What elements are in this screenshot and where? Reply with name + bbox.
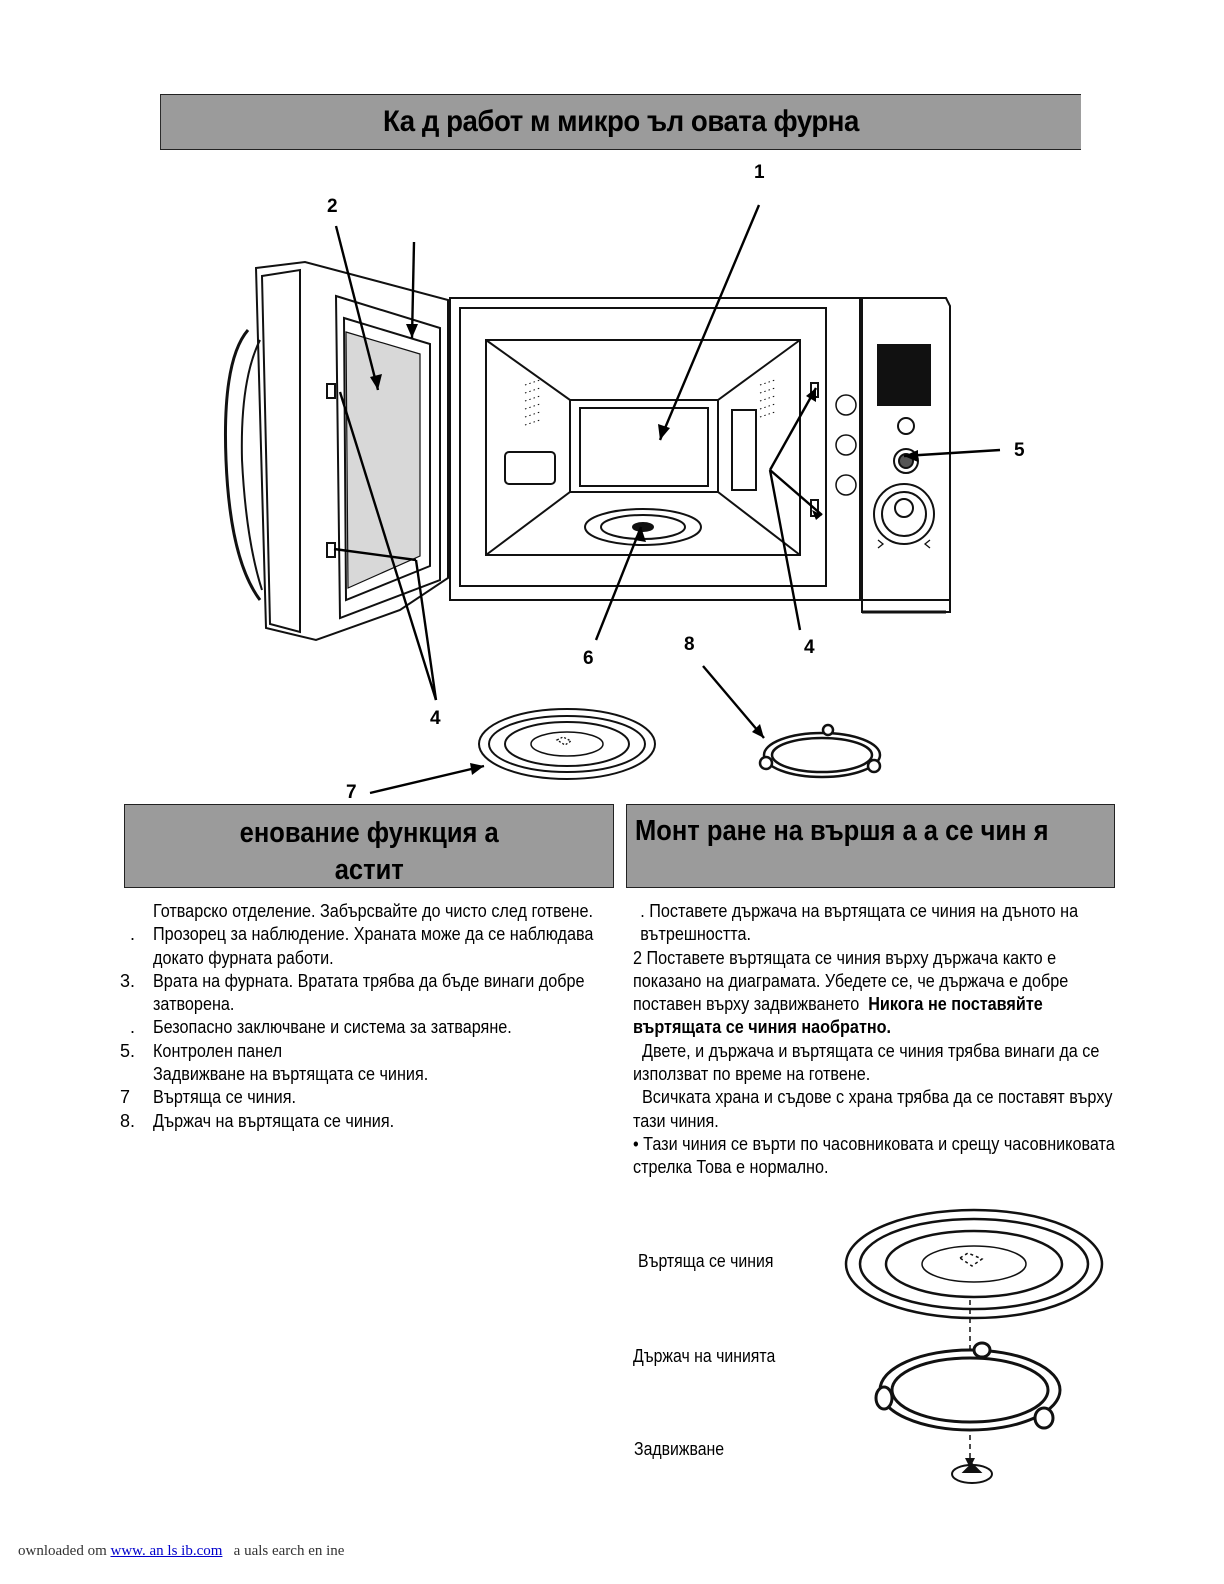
parts-heading: енование функция а астит bbox=[124, 804, 614, 888]
instruction-note-3: • Тази чиния се върти по часовниковата и… bbox=[633, 1133, 1123, 1180]
microwave-diagram bbox=[0, 150, 1224, 800]
assembly-diagram bbox=[840, 1200, 1120, 1500]
parts-heading-line2: астит bbox=[334, 852, 403, 889]
footer: ownloaded om www. an ls ib.com a uals ea… bbox=[18, 1543, 344, 1560]
list-item: 3.Врата на фурната. Вратата трябва да бъ… bbox=[120, 970, 620, 1017]
parts-heading-line1: енование функция а bbox=[239, 815, 498, 852]
callout-7: 7 bbox=[346, 782, 357, 804]
callout-4-right: 4 bbox=[804, 637, 815, 659]
instruction-step-1: . Поставете държача на въртящата се чини… bbox=[633, 900, 1123, 947]
list-item: Готварско отделение. Забърсвайте до чист… bbox=[120, 900, 620, 923]
callout-8: 8 bbox=[684, 634, 695, 656]
list-item: .Прозорец за наблюдение. Храната може да… bbox=[120, 923, 620, 970]
instruction-step-2: 2 Поставете въртящата се чиния върху дър… bbox=[633, 947, 1123, 1040]
label-drive: Задвижване bbox=[634, 1439, 736, 1460]
callout-6: 6 bbox=[583, 648, 594, 670]
label-holder: Държач на чинията bbox=[633, 1346, 795, 1367]
assembly-instructions: . Поставете държача на въртящата се чини… bbox=[633, 900, 1123, 1180]
callout-4-left: 4 bbox=[430, 708, 441, 730]
page-title: Ка д работ м микро ъл овата фурна bbox=[383, 105, 859, 139]
assembly-heading-text: Монт ране на вършя а а се чин я bbox=[635, 815, 1048, 848]
instruction-note-2: Всичката храна и съдове с храна трябва д… bbox=[633, 1086, 1123, 1133]
page-title-bar: Ка д работ м микро ъл овата фурна bbox=[160, 94, 1081, 150]
list-item: 5.Контролен панел bbox=[120, 1040, 620, 1063]
callout-5: 5 bbox=[1014, 440, 1025, 462]
footer-link[interactable]: www. an ls ib.com bbox=[110, 1543, 222, 1559]
label-turntable: Въртяща се чиния bbox=[638, 1251, 792, 1272]
assembly-heading: Монт ране на вършя а а се чин я bbox=[626, 804, 1115, 888]
parts-list: Готварско отделение. Забърсвайте до чист… bbox=[120, 900, 620, 1133]
list-item: Задвижване на въртящата се чиния. bbox=[120, 1063, 620, 1086]
callout-2: 2 bbox=[327, 196, 338, 218]
list-item: .Безопасно заключване и система за затва… bbox=[120, 1016, 620, 1039]
list-item: 8.Държач на въртящата се чиния. bbox=[120, 1110, 620, 1133]
callout-1: 1 bbox=[754, 162, 765, 184]
instruction-note-1: Двете, и държача и въртящата се чиния тр… bbox=[633, 1040, 1123, 1087]
